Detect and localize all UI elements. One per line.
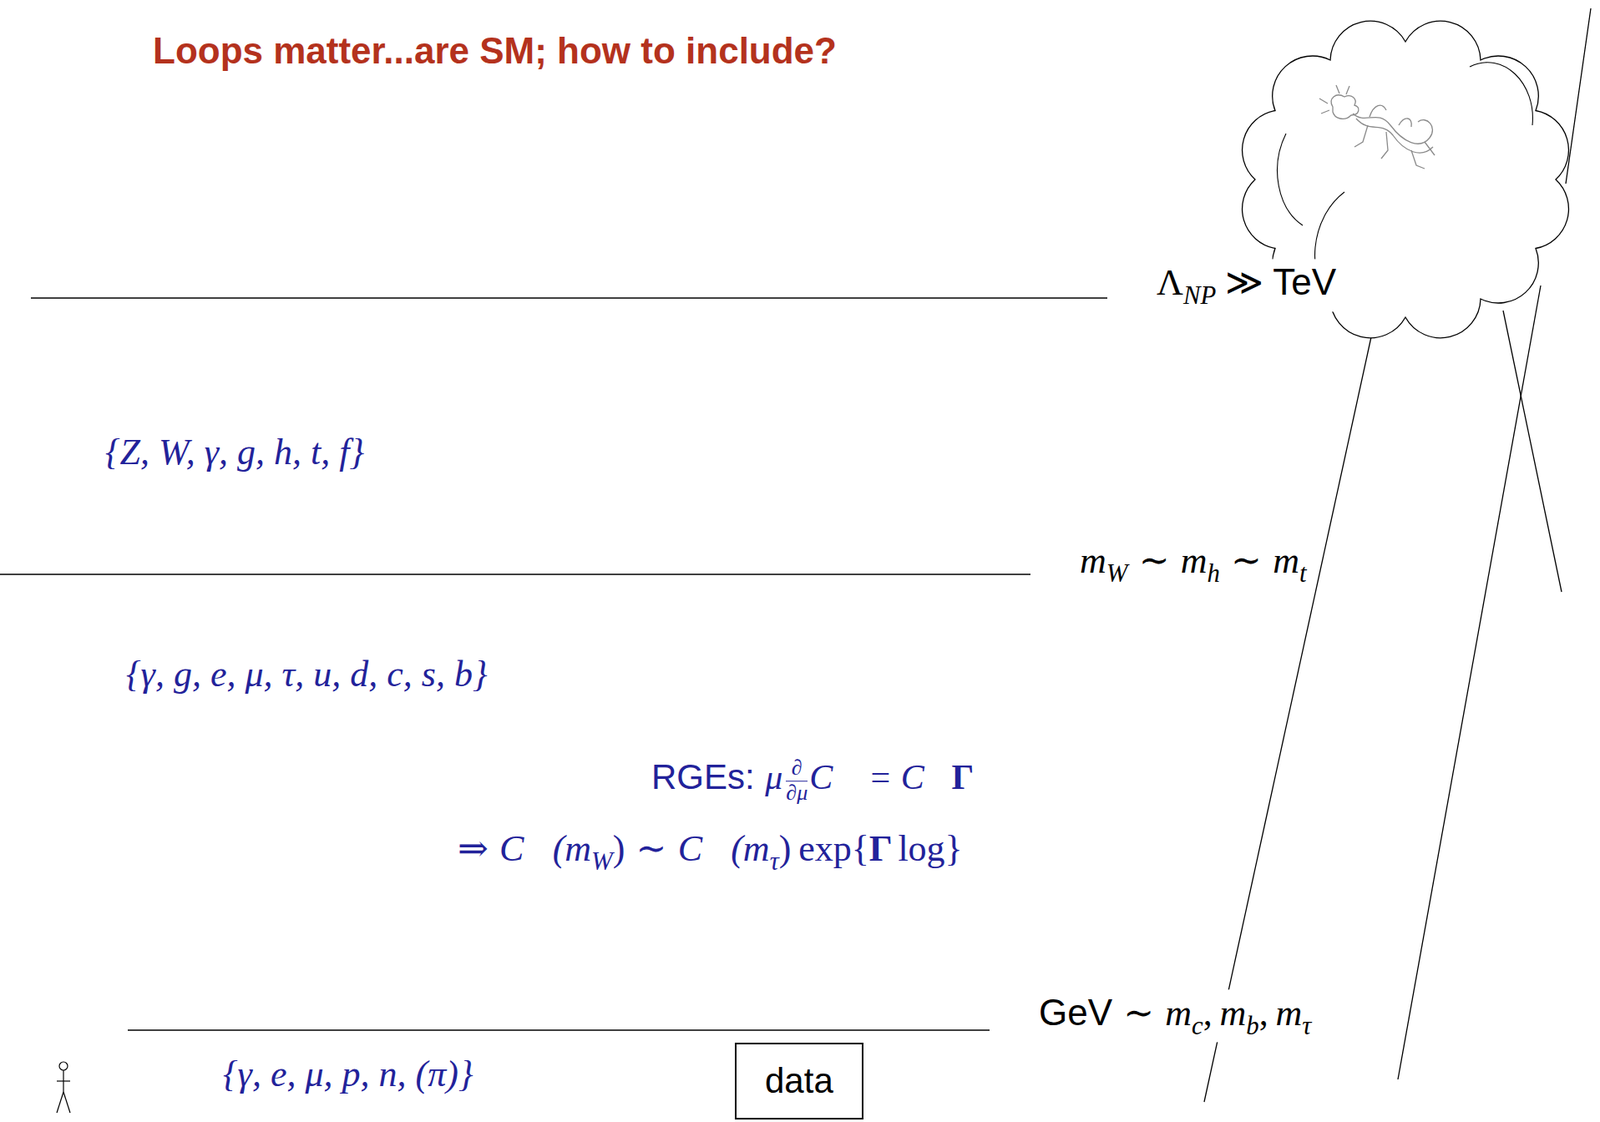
math-label: ) bbox=[612, 825, 626, 872]
fraction-denominator: ∂μ bbox=[785, 781, 808, 806]
stick-head bbox=[59, 1062, 68, 1071]
math-label: C⃗ bbox=[499, 825, 553, 872]
math-label: {γ, g, e, μ, τ, u, d, c, s, b} bbox=[126, 651, 488, 698]
scale-line bbox=[127, 1029, 990, 1032]
dragon bbox=[1319, 85, 1435, 169]
subscript: t bbox=[1299, 557, 1307, 590]
math-label: (m bbox=[730, 825, 770, 872]
dragon-spines bbox=[1369, 105, 1412, 127]
slide-title: Loops matter...are SM; how to include? bbox=[152, 30, 837, 72]
dragon-body bbox=[1352, 113, 1433, 144]
math-label: ∼ bbox=[1230, 537, 1262, 584]
formula-line: GeV∼mc,mb,mτ bbox=[1035, 989, 1315, 1043]
math-label: m bbox=[1180, 537, 1208, 584]
dragon-whiskers bbox=[1319, 85, 1350, 114]
formula-line: ⇒C⃗(mW)∼C⃗(mτ)exp{Γlog} bbox=[454, 825, 967, 878]
math-label: GeV bbox=[1038, 989, 1113, 1036]
dragon-body bbox=[1356, 118, 1433, 153]
giant-leg bbox=[1503, 310, 1562, 593]
subscript: b bbox=[1245, 1010, 1259, 1043]
scale-line bbox=[0, 573, 1031, 576]
giant-leg bbox=[1565, 8, 1591, 184]
math-label: C⃗ bbox=[678, 825, 732, 872]
math-label: Γ bbox=[869, 825, 893, 872]
fraction: ∂∂μ bbox=[785, 756, 808, 806]
math-label: {γ, e, μ, p, n, (π)} bbox=[222, 1051, 474, 1098]
giant-leg bbox=[1204, 306, 1378, 1103]
math-label: , bbox=[1259, 990, 1269, 1037]
math-label: Γ bbox=[951, 755, 975, 800]
math-label: m bbox=[1220, 990, 1247, 1037]
math-label: Λ bbox=[1156, 259, 1184, 306]
math-label: log} bbox=[897, 825, 963, 872]
subscript: τ bbox=[769, 845, 780, 878]
math-label: (m bbox=[552, 825, 592, 872]
math-label: ) bbox=[779, 825, 792, 872]
stick-figure bbox=[56, 1062, 71, 1114]
stick-leg bbox=[63, 1092, 71, 1114]
math-label: C⃗ bbox=[901, 755, 952, 800]
formula-line: {γ, g, e, μ, τ, u, d, c, s, b} bbox=[122, 651, 492, 698]
math-label: m bbox=[1275, 990, 1303, 1037]
subscript: τ bbox=[1301, 1010, 1312, 1043]
math-label: ≫ bbox=[1225, 259, 1264, 306]
cloud-fold bbox=[1277, 133, 1303, 226]
subscript: h bbox=[1206, 557, 1220, 590]
cloud-fold bbox=[1469, 62, 1533, 126]
formula-line: ΛNP ≫TeV bbox=[1153, 258, 1340, 312]
dragon-legs bbox=[1354, 125, 1435, 169]
scale-line bbox=[30, 297, 1108, 299]
cloud bbox=[1242, 20, 1570, 339]
math-label: TeV bbox=[1272, 258, 1337, 305]
math-label: μ bbox=[764, 755, 783, 800]
math-label: m bbox=[1272, 537, 1300, 584]
subscript: NP bbox=[1183, 279, 1216, 312]
fraction-numerator: ∂ bbox=[785, 756, 808, 782]
formula-line: mW∼mh∼mt bbox=[1076, 537, 1310, 590]
stick-arms bbox=[56, 1080, 71, 1082]
data-box: data bbox=[734, 1043, 864, 1120]
formula-line: {γ, e, μ, p, n, (π)} bbox=[219, 1051, 477, 1098]
subscript: c bbox=[1191, 1010, 1204, 1043]
formula-line: RGEs:μ∂∂μC⃗=C⃗Γ bbox=[648, 755, 978, 806]
math-label: exp{ bbox=[798, 825, 870, 872]
subscript: W bbox=[1106, 557, 1129, 590]
math-label: = bbox=[870, 755, 892, 800]
math-label: {Z, W, γ, g, h, t, f} bbox=[105, 429, 365, 476]
stick-leg bbox=[56, 1092, 64, 1114]
math-label: ∼ bbox=[636, 825, 668, 872]
math-label: ∼ bbox=[1139, 537, 1170, 584]
giant-leg bbox=[1397, 285, 1541, 1080]
math-label: ∼ bbox=[1123, 990, 1155, 1037]
math-label: RGEs: bbox=[651, 755, 755, 800]
formula-line: {Z, W, γ, g, h, t, f} bbox=[101, 429, 368, 476]
math-label: C⃗ bbox=[809, 755, 861, 800]
math-label: , bbox=[1203, 990, 1213, 1037]
math-label: m bbox=[1164, 990, 1192, 1037]
box-label: data bbox=[764, 1056, 834, 1107]
math-label: ⇒ bbox=[457, 825, 489, 872]
math-label: m bbox=[1079, 537, 1107, 584]
subscript: W bbox=[591, 845, 613, 878]
